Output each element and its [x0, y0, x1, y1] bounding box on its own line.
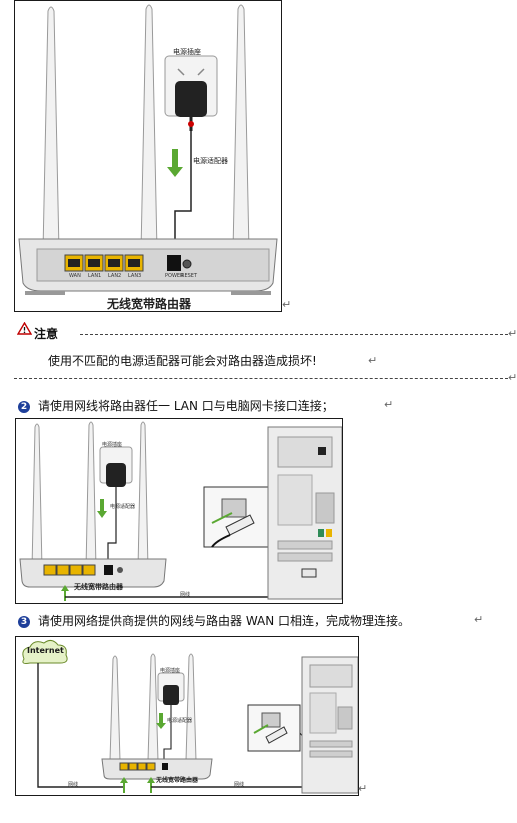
power-port-label: POWER [165, 273, 184, 279]
router-label: 无线宽带路由器 [107, 297, 192, 311]
figure-router-to-pc: 电源插座 电源适配器 无线宽带路由器 网线 [15, 418, 343, 604]
paragraph-mark: ↵ [508, 327, 517, 340]
notice-divider-bottom [14, 378, 508, 379]
router-power-illustration [18, 4, 278, 295]
cable-label-internet: 网线 [68, 782, 79, 788]
outlet-label: 电源插座 [173, 48, 201, 56]
router-to-pc-illustration [19, 421, 342, 601]
notice-title: 注意 [34, 327, 59, 341]
adapter-label: 电源适配器 [110, 504, 136, 510]
notice-divider-top [80, 334, 508, 335]
step-3-text: 请使用网络提供商提供的网线与路由器 WAN 口相连，完成物理连接。 [38, 614, 411, 628]
power-adapter [175, 81, 207, 117]
cable-label-pc: 网线 [234, 782, 245, 788]
warning-icon [17, 322, 32, 335]
outlet-label: 电源插座 [160, 668, 181, 674]
internet-label: Internet [27, 646, 64, 655]
router-label: 无线宽带路由器 [74, 583, 123, 591]
figure-internet-to-router: Internet 电源插座 电源适配器 无线宽带路由器 网线 网线 [15, 636, 359, 796]
router-label: 无线宽带路由器 [156, 777, 199, 784]
notice-text: 使用不匹配的电源适配器可能会对路由器造成损坏! [48, 354, 317, 368]
internet-to-router-illustration [22, 639, 358, 794]
port-label-wan: WAN [69, 273, 81, 279]
down-arrow-icon [167, 149, 183, 177]
outlet-label: 电源插座 [102, 442, 123, 448]
internet-cloud-icon [22, 639, 68, 664]
port-label-lan3: LAN3 [128, 273, 142, 279]
step-3-instruction: 3 请使用网络提供商提供的网线与路由器 WAN 口相连，完成物理连接。 [18, 612, 410, 629]
cable-label: 网线 [180, 592, 191, 598]
paragraph-mark: ↵ [358, 782, 368, 795]
paragraph-mark: ↵ [384, 398, 394, 411]
step-2-number: 2 [18, 401, 30, 413]
paragraph-mark: ↵ [474, 613, 484, 626]
antenna-right [232, 4, 250, 252]
adapter-label: 电源适配器 [193, 157, 228, 165]
paragraph-mark: ↵ [508, 371, 517, 384]
port-label-lan1: LAN1 [88, 273, 102, 279]
paragraph-mark: ↵ [282, 298, 292, 311]
paragraph-mark: ↵ [368, 354, 378, 367]
step-3-number: 3 [18, 616, 30, 628]
antenna-middle [140, 4, 158, 252]
antenna-left [42, 6, 60, 252]
adapter-label: 电源适配器 [167, 718, 193, 724]
port-label-lan2: LAN2 [108, 273, 122, 279]
reset-port-label: RESET [181, 273, 198, 279]
figure-router-power: 电源插座 电源适配器 WAN LAN1 LAN2 LAN3 POWER RESE… [14, 0, 282, 312]
step-2-instruction: 2 请使用网线将路由器任一 LAN 口与电脑网卡接口连接； [18, 397, 334, 414]
step-2-text: 请使用网线将路由器任一 LAN 口与电脑网卡接口连接； [38, 399, 334, 413]
